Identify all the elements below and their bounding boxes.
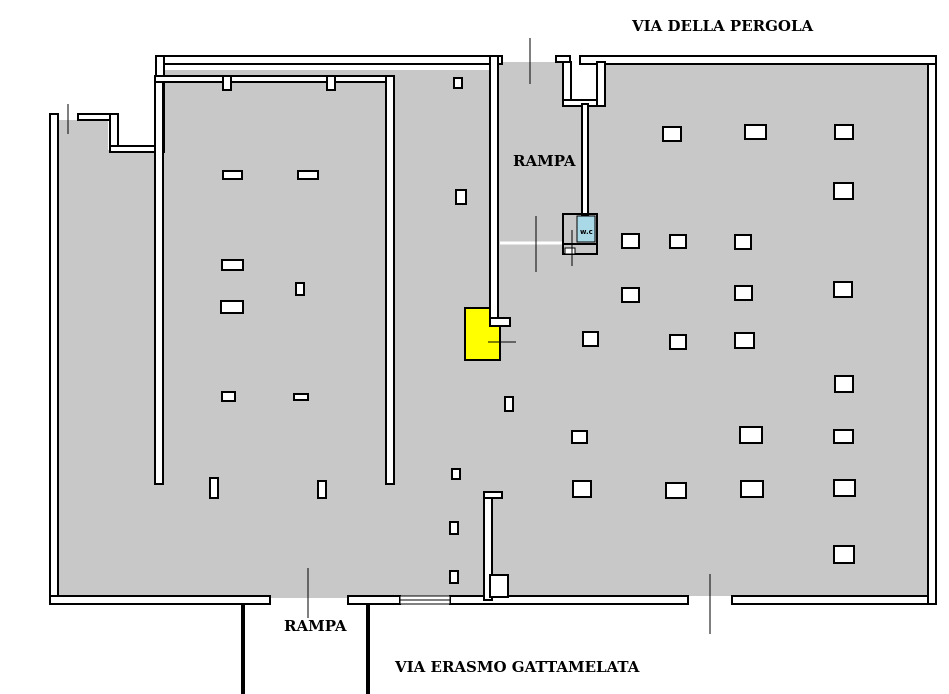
ramp-top-label: RAMPA	[513, 152, 576, 170]
ramp-walls	[241, 604, 370, 694]
highlight-area	[464, 307, 516, 361]
wc-label: w.c	[580, 228, 593, 236]
window-bottom	[399, 595, 451, 605]
pillars	[209, 77, 856, 584]
street-bottom-label: VIA ERASMO GATTAMELATA	[394, 658, 640, 676]
ramp-bottom-label: RAMPA	[284, 617, 347, 635]
outer-walls	[49, 55, 937, 605]
street-top-label: VIA DELLA PERGOLA	[631, 17, 814, 35]
wc-room: w.c	[563, 215, 596, 255]
reference-lines	[67, 38, 711, 634]
